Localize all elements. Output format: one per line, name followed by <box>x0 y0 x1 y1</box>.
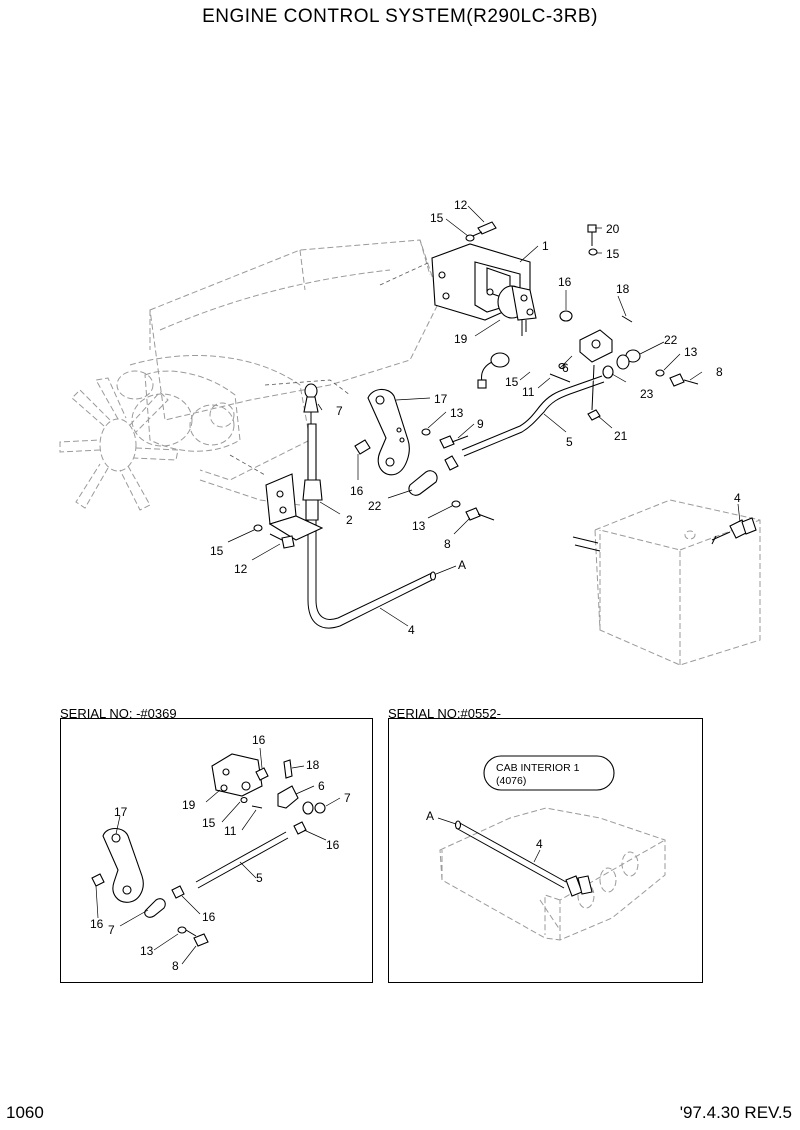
small-parts-middle <box>408 428 495 521</box>
bolt-12-left <box>253 524 295 549</box>
inset-callout-5: 5 <box>256 871 263 885</box>
inset-callout-16: 16 <box>252 733 266 747</box>
inset-left-parts <box>91 753 326 947</box>
callout-19: 19 <box>454 332 468 346</box>
callout-1: 1 <box>542 239 549 253</box>
rod-5 <box>461 375 605 457</box>
serial-right: SERIAL NO:#0552- <box>388 706 501 721</box>
engine-phantom <box>59 239 441 511</box>
callout-22: 22 <box>664 333 678 347</box>
inset-callout-6: 6 <box>318 779 325 793</box>
callout-6: 6 <box>562 361 569 375</box>
actuator-motor <box>497 285 537 336</box>
callout-21: 21 <box>614 429 628 443</box>
callout-4: 4 <box>408 623 415 637</box>
callout-15: 15 <box>430 211 444 225</box>
callout-8: 8 <box>444 537 451 551</box>
inset-right-callouts: A 4 <box>426 809 543 851</box>
inset-right-parts: CAB INTERIOR 1 (4076) <box>439 755 666 941</box>
inset-callout-8: 8 <box>172 959 179 973</box>
inset-callout-13: 13 <box>140 944 154 958</box>
inset-callout-a: A <box>426 809 434 823</box>
page-title: ENGINE CONTROL SYSTEM(R290LC-3RB) <box>202 6 598 27</box>
inset-callout-7: 7 <box>344 791 351 805</box>
main-leaders <box>227 205 741 627</box>
cable-4-main <box>302 423 437 629</box>
callout-13: 13 <box>412 519 426 533</box>
callout-23: 23 <box>640 387 654 401</box>
cable-end-7 <box>303 383 319 424</box>
callout-11: 11 <box>522 385 535 399</box>
callout-8: 8 <box>716 365 723 379</box>
cab-interior-ref-box <box>483 755 615 791</box>
inset-callout-7: 7 <box>108 923 115 937</box>
bracket-2 <box>265 473 324 541</box>
callout-5: 5 <box>566 435 573 449</box>
inset-left-leaders <box>95 747 341 965</box>
inset-callout-16: 16 <box>90 917 104 931</box>
inset-right-frame <box>388 718 703 983</box>
callout-16: 16 <box>350 484 364 498</box>
cable-4-right-end <box>711 517 757 545</box>
callout-a: A <box>458 558 466 572</box>
cab-box-phantom <box>572 499 761 666</box>
revision-date: '97.4.30 REV.5 <box>679 1103 792 1122</box>
inset-callout-17: 17 <box>114 805 128 819</box>
main-callouts: 12 15 1 20 15 16 18 19 6 22 13 8 15 11 2… <box>210 198 741 637</box>
callout-9: 9 <box>477 417 484 431</box>
callout-2: 2 <box>346 513 353 527</box>
bolt-20-top <box>587 224 598 256</box>
inset-callout-15: 15 <box>202 816 216 830</box>
inset-callout-19: 19 <box>182 798 196 812</box>
bellcrank-17 <box>354 388 410 476</box>
callout-22: 22 <box>368 499 382 513</box>
inset-left-callouts: 16 18 6 7 19 15 11 16 17 5 16 7 16 13 8 <box>90 733 351 973</box>
callout-20: 20 <box>606 222 620 236</box>
callout-4: 4 <box>734 491 741 505</box>
inset-callout-16: 16 <box>326 838 340 852</box>
callout-13: 13 <box>684 345 698 359</box>
callout-12: 12 <box>234 562 248 576</box>
inset-left-frame <box>60 718 373 983</box>
inset-callout-11: 11 <box>224 824 237 838</box>
inset-callout-18: 18 <box>306 758 320 772</box>
lever-6 <box>559 310 633 363</box>
ref-box-line1: CAB INTERIOR 1 <box>496 762 580 774</box>
callout-16: 16 <box>558 275 572 289</box>
page-number: 1060 <box>6 1103 44 1122</box>
inset-right-leaders <box>437 817 541 863</box>
callout-15: 15 <box>210 544 224 558</box>
ref-box-line2: (4076) <box>496 775 526 787</box>
inset-callout-4: 4 <box>536 837 543 851</box>
bolt-12-top <box>465 221 497 242</box>
callout-17: 17 <box>434 392 448 406</box>
callout-7: 7 <box>336 404 343 418</box>
rod-joint-22-23 <box>549 349 699 421</box>
callout-13: 13 <box>450 406 464 420</box>
serial-left: SERIAL NO: -#0369 <box>60 706 177 721</box>
callout-15: 15 <box>606 247 620 261</box>
inset-callout-16: 16 <box>202 910 216 924</box>
callout-12: 12 <box>454 198 468 212</box>
callout-15: 15 <box>505 375 519 389</box>
sensor-connector <box>477 352 510 389</box>
callout-18: 18 <box>616 282 630 296</box>
